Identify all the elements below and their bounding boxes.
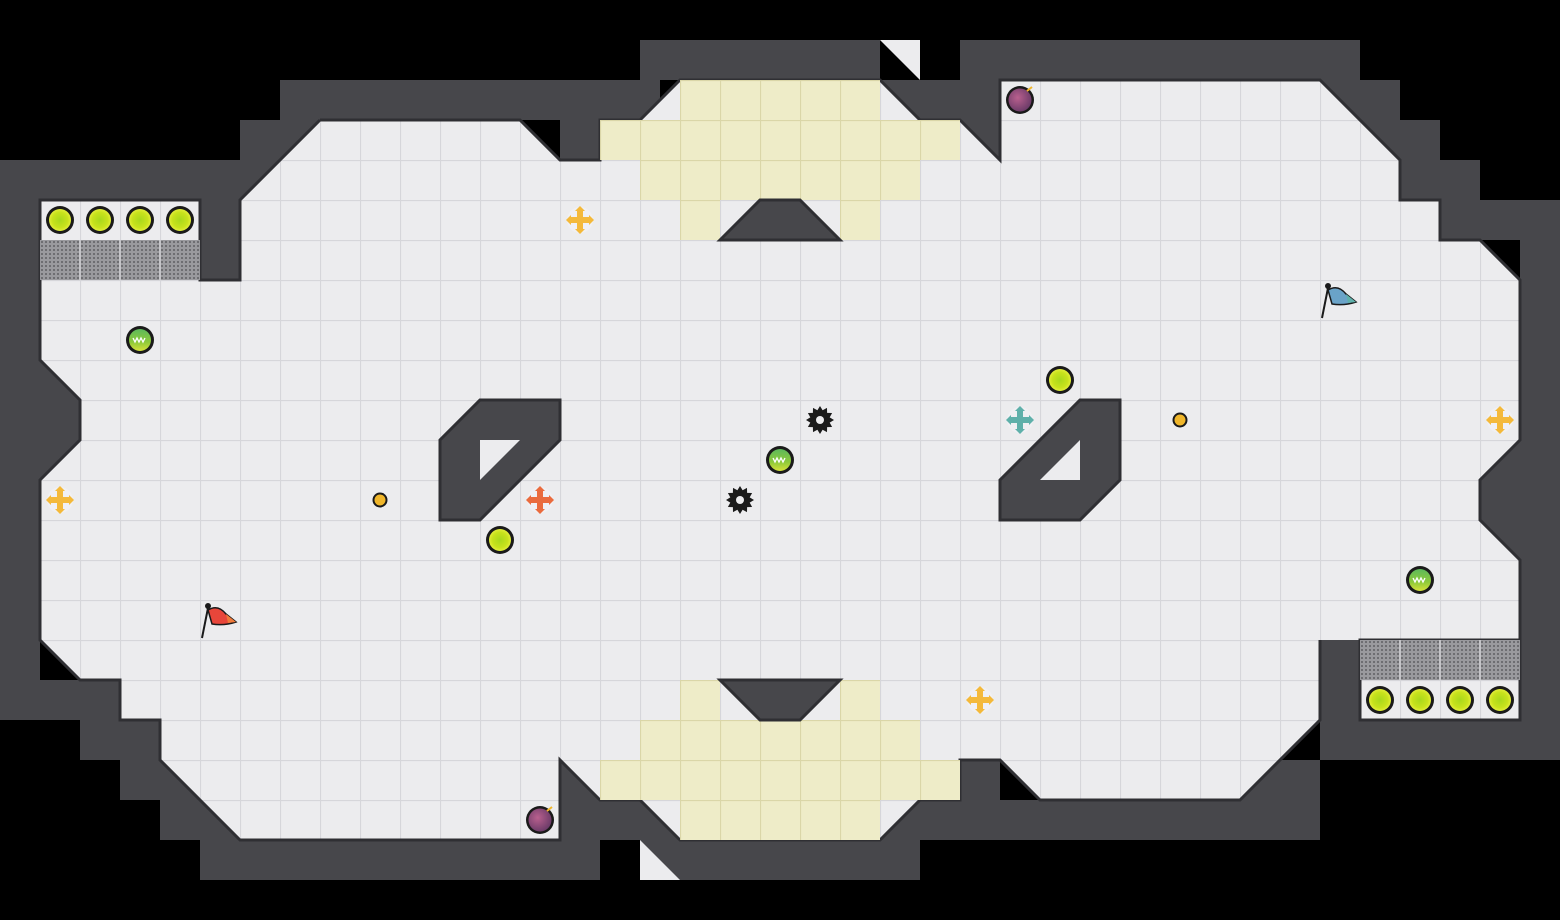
boost-pad-icon[interactable] [1486, 406, 1514, 434]
power-orb-icon[interactable] [1446, 686, 1474, 714]
power-orb-icon[interactable] [86, 206, 114, 234]
power-orb-icon[interactable] [1486, 686, 1514, 714]
power-orb-icon[interactable] [166, 206, 194, 234]
power-orb-icon[interactable] [1406, 686, 1434, 714]
top-left-grates [40, 240, 200, 280]
red-boost-icon[interactable] [526, 486, 554, 514]
boost-pad-icon[interactable] [966, 686, 994, 714]
blue-boost-icon[interactable] [1006, 406, 1034, 434]
red-flag-icon[interactable] [201, 603, 238, 639]
tag-pad-icon[interactable] [126, 326, 154, 354]
power-orb-icon[interactable] [1366, 686, 1394, 714]
bomb-icon[interactable] [526, 806, 554, 834]
corner-notch [640, 840, 680, 880]
bomb-icon[interactable] [1006, 86, 1034, 114]
outer-walls [0, 40, 1560, 880]
boost-pad-icon[interactable] [46, 486, 74, 514]
power-orb-icon[interactable] [126, 206, 154, 234]
tag-pad-icon[interactable] [766, 446, 794, 474]
power-orb-icon[interactable] [46, 206, 74, 234]
blue-flag-icon[interactable] [1321, 283, 1358, 319]
spike-icon [806, 406, 834, 434]
tag-pad-icon[interactable] [1406, 566, 1434, 594]
left-obstacle [438, 398, 562, 522]
bottom-zone [600, 678, 960, 840]
boost-pad-icon[interactable] [566, 206, 594, 234]
power-orb-icon[interactable] [1046, 366, 1074, 394]
coin-icon[interactable] [372, 492, 388, 508]
spike-icon [726, 486, 754, 514]
bottom-right-grates [1360, 640, 1520, 680]
corner-notch [880, 40, 920, 80]
power-orb-icon[interactable] [486, 526, 514, 554]
coin-icon[interactable] [1172, 412, 1188, 428]
top-zone [600, 80, 960, 242]
right-obstacle [998, 398, 1122, 522]
